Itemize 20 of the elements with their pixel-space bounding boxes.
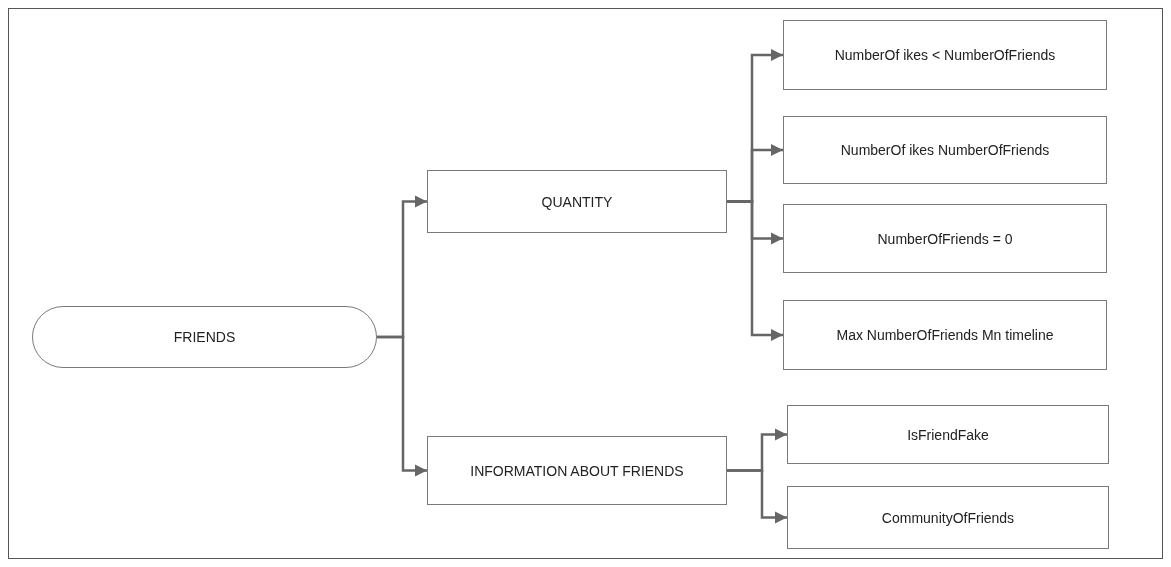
- process-box: [783, 116, 1107, 184]
- process-box: [783, 204, 1107, 273]
- process-box: [787, 405, 1109, 464]
- node-label: NumberOf ikes < NumberOfFriends: [833, 47, 1057, 63]
- node-label: Max NumberOfFriends Mn timeline: [835, 327, 1055, 343]
- process-box: [787, 486, 1109, 549]
- arrow: [727, 469, 787, 524]
- node-label: INFORMATION ABOUT FRIENDS: [469, 462, 685, 479]
- process-box: [427, 436, 727, 505]
- node-label: CommunityOfFriends: [880, 509, 1016, 526]
- process-box: [783, 20, 1107, 90]
- node-label: FRIENDS: [172, 329, 237, 345]
- process-box: [427, 170, 727, 233]
- process-box: [783, 300, 1107, 370]
- node-label: NumberOf ikes NumberOfFriends: [839, 142, 1051, 158]
- node-label: IsFriendFake: [906, 426, 990, 443]
- arrow: [377, 335, 427, 477]
- arrow: [727, 200, 783, 342]
- node-label: QUANTITY: [540, 193, 614, 210]
- node-label: NumberOfFriends = 0: [876, 230, 1014, 247]
